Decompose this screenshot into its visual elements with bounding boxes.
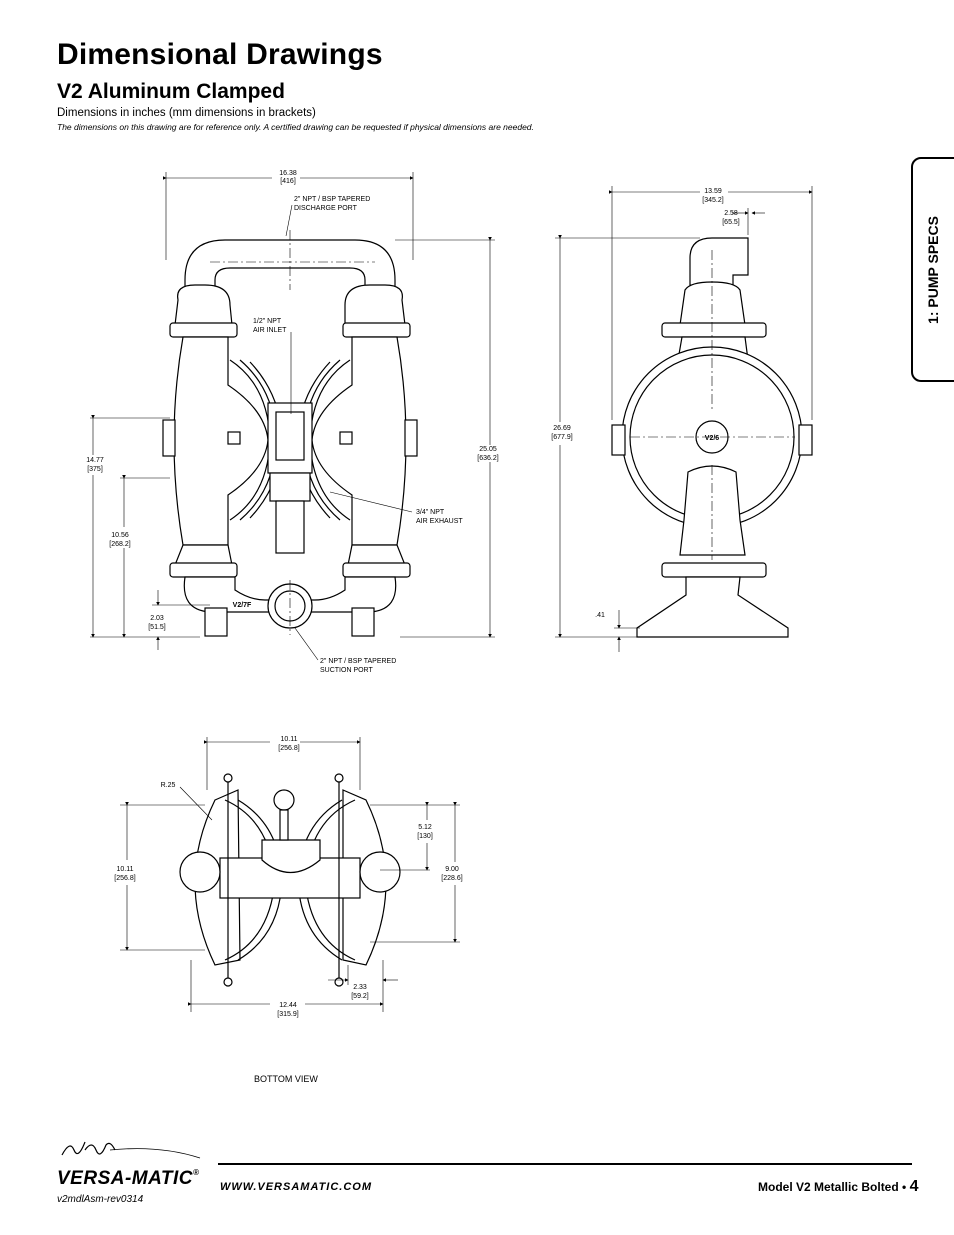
h3-mm: [51.5] [148,624,166,631]
brand-wordmark: VERSA-MATIC® [57,1168,199,1190]
side-offset-mm: [65.5] [722,219,740,226]
dimensions-note: Dimensions in inches (mm dimensions in b… [57,107,316,119]
bottom-c-mm: [256.8] [114,875,135,882]
bottom-c-in: 10.11 [117,866,134,873]
bottom-d-in: 2.33 [353,984,367,991]
bottom-b-mm: [228.6] [441,875,462,882]
h2-in: 10.56 [111,532,129,539]
h3-in: 2.03 [150,615,164,622]
discharge-port-label-1: 2" NPT / BSP TAPERED [294,196,370,203]
bottom-view-drawing [179,773,401,987]
side-tab[interactable]: 1: PUMP SPECS [911,157,954,382]
footer-url[interactable]: WWW.VERSAMATIC.COM [220,1181,373,1193]
bottom-radius: R.25 [161,782,176,789]
air-inlet-label-1: 1/2" NPT [253,318,282,325]
brand-name: VERSA-MATIC [57,1168,194,1189]
discharge-port-label-2: DISCHARGE PORT [294,205,358,212]
bottom-b-in: 9.00 [445,866,459,873]
h2-mm: [268.2] [109,541,130,548]
front-view-drawing [162,239,418,637]
bottom-e-mm: [315.9] [277,1011,298,1018]
side-base-in: .41 [595,612,605,619]
bottom-view-caption: BOTTOM VIEW [254,1074,318,1084]
air-inlet-label-2: AIR INLET [253,327,287,334]
front-view-labels: 16.38 [416] 2" NPT / BSP TAPERED DISCHAR… [86,170,499,674]
bottom-e-in: 12.44 [279,1002,297,1009]
air-exhaust-label-1: 3/4" NPT [416,509,445,516]
footer-rule [218,1163,912,1165]
side-model-mark: V2/6 [705,435,720,442]
side-width-mm: [345.2] [702,197,723,204]
h1-in: 14.77 [86,457,104,464]
h1-mm: [375] [87,466,103,473]
footer-model-text: Model V2 Metallic Bolted • [758,1180,907,1194]
bottom-a-in: 5.12 [418,824,432,831]
revision-code: v2mdlAsm-rev0314 [57,1194,144,1205]
bottom-a-mm: [130] [417,833,433,840]
side-height-mm: [677.9] [551,434,572,441]
bottom-width-in: 10.11 [281,736,298,743]
side-height-in: 26.69 [553,425,571,432]
bottom-view-dimensions [120,737,460,1012]
side-width-in: 13.59 [704,188,722,195]
page-number: 4 [909,1178,919,1195]
bottom-view-labels: 10.11 [256.8] R.25 5.12 [130] 10.11 [256… [114,736,462,1018]
suction-port-label-1: 2" NPT / BSP TAPERED [320,658,396,665]
front-width-mm: [416] [280,178,296,185]
air-exhaust-label-2: AIR EXHAUST [416,518,463,525]
bottom-d-mm: [59.2] [351,993,369,1000]
side-view-labels: 13.59 [345.2] 2.58 [65.5] 26.69 [677.9] … [551,188,740,619]
footer-model: Model V2 Metallic Bolted • 4 [758,1178,918,1196]
front-height-mm: [636.2] [477,455,498,462]
brand-registered: ® [193,1168,200,1177]
page-subtitle: V2 Aluminum Clamped [57,80,285,103]
front-view-dimensions [90,172,495,661]
front-width-in: 16.38 [279,170,297,177]
side-view-dimensions [555,186,813,652]
page-title: Dimensional Drawings [57,38,383,71]
disclaimer: The dimensions on this drawing are for r… [57,122,534,132]
side-offset-in: 2.58 [724,210,738,217]
bottom-width-mm: [256.8] [278,745,299,752]
side-view-centerlines [630,250,795,560]
brand-logo-mark [61,1141,201,1159]
suction-port-label-2: SUCTION PORT [320,667,373,674]
front-model-mark: V2/7F [233,602,252,609]
front-view-centerlines [210,230,375,635]
front-height-in: 25.05 [479,446,497,453]
